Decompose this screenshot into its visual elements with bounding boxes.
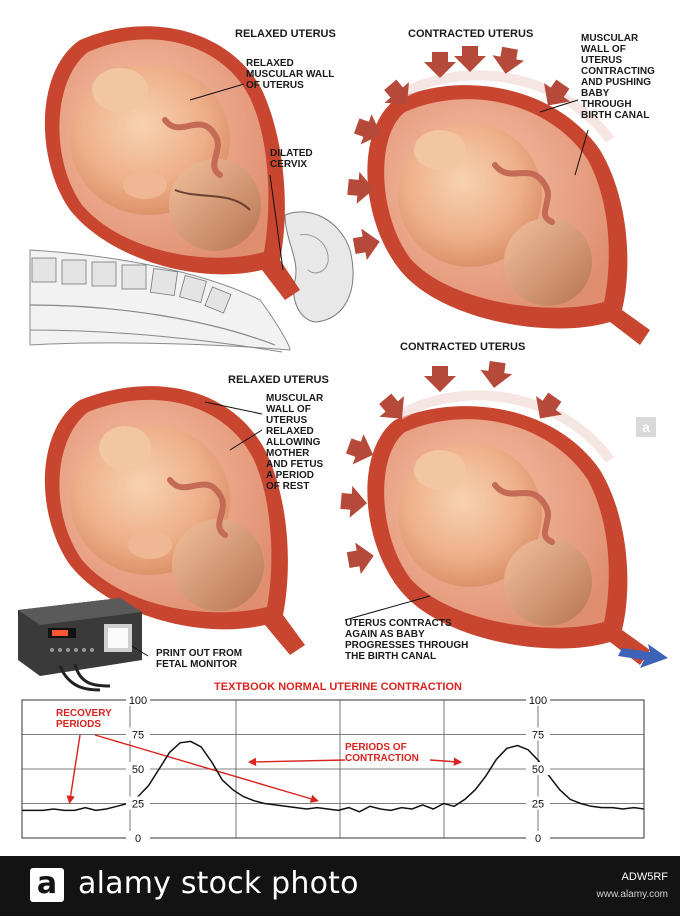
fetal-monitor-device (18, 598, 142, 692)
title-contracted-uterus-mid: CONTRACTED UTERUS (400, 341, 526, 353)
watermark-badge: a (636, 417, 656, 437)
label-dilated-cervix: DILATED CERVIX (270, 148, 313, 170)
label-print-out: PRINT OUT FROM FETAL MONITOR (156, 648, 243, 670)
tick-label-bg (126, 796, 150, 810)
tick-label-bg (526, 727, 550, 741)
y-tick-label: 75 (132, 730, 144, 742)
tick-label-bg (126, 727, 150, 741)
site-url: www.alamy.com (596, 889, 669, 900)
spine-illustration (29, 211, 354, 353)
uterus-relaxed-bottom (44, 386, 305, 655)
leader-lines (131, 83, 589, 657)
brand-text: alamy stock photo (78, 866, 359, 901)
alamy-logo-box (30, 868, 64, 902)
y-tick-label: 100 (129, 695, 147, 707)
title-relaxed-uterus-top: RELAXED UTERUS (235, 28, 336, 40)
y-tick-label: 75 (532, 730, 544, 742)
tick-label-bg (526, 796, 550, 810)
y-tick-label: 0 (535, 833, 541, 845)
contraction-chart: 100 75 50 25 0 100 75 50 25 0 TEXTBOOK NORMAL UT… (21, 681, 645, 845)
y-tick-label: 25 (532, 799, 544, 811)
tick-label-bg (526, 693, 550, 706)
label-muscular-contracting: MUSCULAR WALL OF UTERUS CONTRACTING AND … (581, 33, 655, 121)
annotation-periods-of-contraction: PERIODS OF CONTRACTION (345, 742, 419, 764)
y-tick-label: 0 (135, 833, 141, 845)
y-ticks-left: 100 75 50 25 0 (126, 693, 150, 845)
uterus-relaxed-top (44, 26, 300, 300)
uterus-contracted-top (367, 70, 650, 345)
title-contracted-uterus-top: CONTRACTED UTERUS (408, 28, 534, 40)
tick-label-bg (126, 831, 150, 844)
chart-title: TEXTBOOK NORMAL UTERINE CONTRACTION (214, 681, 462, 693)
tick-label-bg (126, 762, 150, 775)
alamy-logo-icon: a (36, 866, 58, 901)
label-muscular-relaxed: MUSCULAR WALL OF UTERUS RELAXED ALLOWING… (266, 393, 324, 492)
uterus-contracted-bottom (367, 390, 668, 668)
y-tick-label: 100 (529, 695, 547, 707)
label-uterus-contracts: UTERUS CONTRACTS AGAIN AS BABY PROGRESSE… (345, 618, 469, 662)
y-ticks-mid: 100 75 50 25 0 (526, 693, 550, 845)
image-id: ADW5RF (621, 871, 668, 883)
exit-arrow (618, 644, 668, 668)
contraction-arrows-bottom (340, 361, 563, 575)
contraction-arrows-top (347, 46, 571, 261)
label-relaxed-wall: RELAXED MUSCULAR WALL OF UTERUS (246, 58, 335, 91)
footer-bar (0, 856, 680, 916)
y-tick-label: 25 (132, 799, 144, 811)
recovery-arrows (66, 734, 463, 805)
annotation-arrow (429, 757, 463, 766)
tick-label-bg (126, 693, 150, 706)
annotation-arrow (247, 757, 346, 767)
annotation-arrow (94, 734, 320, 803)
title-relaxed-uterus-mid: RELAXED UTERUS (228, 374, 329, 386)
annotation-arrow (66, 734, 81, 805)
annotation-recovery-periods: RECOVERY PERIODS (56, 708, 112, 730)
tick-label-bg (526, 831, 550, 844)
y-tick-label: 50 (132, 764, 144, 776)
tick-label-bg (526, 762, 550, 775)
y-tick-label: 50 (532, 764, 544, 776)
